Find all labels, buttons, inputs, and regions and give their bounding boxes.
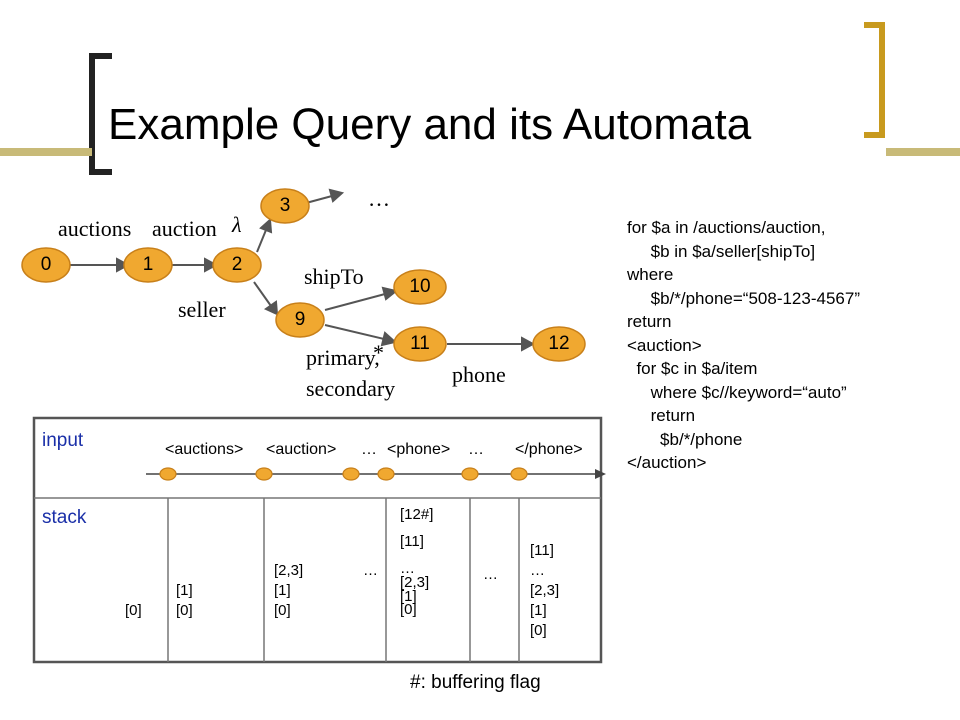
stack-column: … — [483, 566, 498, 583]
edge-2-3-arrow — [259, 217, 273, 234]
state-12 — [532, 326, 586, 362]
edge-9-11 — [324, 324, 385, 340]
slide-title: Example Query and its Automata — [108, 100, 752, 149]
query-line: for $c in $a/item — [627, 359, 758, 378]
right-bracket-shape — [864, 22, 885, 138]
timeline-dot-1 — [159, 467, 177, 481]
query-line: where — [627, 265, 674, 284]
edge-9-11-arrow — [380, 331, 398, 347]
input-label: input — [42, 430, 84, 451]
timeline-dot-6 — [510, 467, 528, 481]
stack-column: [1] [0] — [176, 582, 193, 619]
state-12-label: 12 — [548, 333, 570, 354]
stack-column: [2,3] [1] [0] — [274, 562, 304, 619]
input-timeline-arrow — [595, 469, 606, 479]
edge-1-2-arrow — [204, 257, 219, 273]
edge-label-primary: primary, — [306, 345, 380, 370]
state-2-label: 2 — [231, 254, 243, 275]
edge-2-9-arrow — [263, 300, 279, 316]
state-2 — [212, 247, 262, 283]
edge-3-more — [305, 195, 333, 204]
accent-bar-right — [886, 148, 960, 156]
edge-label-auction: auction — [152, 216, 217, 241]
input-token: … — [361, 441, 377, 458]
edge-label-secondary: secondary — [306, 376, 396, 401]
timeline-dot-4 — [377, 467, 395, 481]
query-line: $b in $a/seller[shipTo] — [627, 241, 816, 261]
state-9-label: 9 — [294, 309, 306, 330]
state-9 — [275, 302, 325, 338]
edge-2-3 — [256, 229, 267, 253]
edge-label-shipto: shipTo — [304, 264, 364, 289]
stack-column: [11] … [2,3] [1] [0] — [530, 542, 560, 639]
stack-column-text: [12#] [11] … [2,3] [1] [0] — [400, 506, 434, 619]
timeline-dot-5 — [461, 467, 479, 481]
state-10-label: 10 — [409, 276, 431, 297]
input-token: <auctions> — [165, 441, 244, 458]
edge-label-star: * — [373, 340, 384, 365]
input-token: </phone> — [515, 441, 583, 458]
state-11 — [393, 326, 447, 362]
edge-3-more-arrow — [328, 188, 345, 203]
edge-label-auctions: auctions — [58, 216, 132, 241]
input-token: <auction> — [266, 441, 337, 458]
execution-panel — [32, 416, 603, 664]
state-1-label: 1 — [142, 254, 154, 275]
state-0 — [21, 247, 71, 283]
query-line: $b/*/phone — [627, 429, 743, 449]
edge-2-9 — [253, 281, 272, 307]
query-line: $b/*/phone=“508-123-4567” — [627, 288, 860, 308]
state-1 — [123, 247, 173, 283]
state-0-label: 0 — [40, 254, 52, 275]
state-10 — [393, 269, 447, 305]
query-line: return — [627, 406, 696, 425]
accent-bar-left — [0, 148, 92, 156]
left-bracket-shape — [89, 53, 112, 175]
edge-9-10-arrow — [381, 286, 399, 301]
buffering-flag-note: #: buffering flag — [410, 672, 541, 693]
timeline-dot-3 — [342, 467, 360, 481]
stack-column: … — [363, 562, 378, 579]
stack-column: [0] — [125, 602, 142, 619]
query-line: return — [627, 312, 672, 331]
stack-label: stack — [42, 507, 87, 528]
edge-label-lambda: λ — [232, 212, 242, 237]
state-3-label: 3 — [279, 195, 291, 216]
stack-column: [12#] [11] … [2,3] [1] [0] — [400, 506, 434, 619]
query-line: where $c//keyword=“auto” — [627, 382, 847, 402]
query-line: </auction> — [627, 453, 707, 472]
input-token: <phone> — [387, 441, 451, 458]
input-token: … — [468, 441, 484, 458]
edge-9-10 — [324, 293, 386, 311]
edge-11-12-arrow — [521, 336, 536, 352]
query-line: <auction> — [627, 335, 702, 355]
edge-label-seller: seller — [178, 297, 226, 322]
query-code: for $a in /auctions/auction, $b in $a/se… — [627, 216, 860, 475]
edge-label-more: … — [368, 186, 390, 211]
query-line: for $a in /auctions/auction, — [627, 218, 826, 237]
state-3 — [260, 188, 310, 224]
state-11-label: 11 — [410, 333, 430, 354]
automaton-states — [21, 188, 586, 362]
edge-0-1-arrow — [116, 257, 131, 273]
timeline-dot-2 — [255, 467, 273, 481]
edge-label-phone: phone — [452, 362, 506, 387]
